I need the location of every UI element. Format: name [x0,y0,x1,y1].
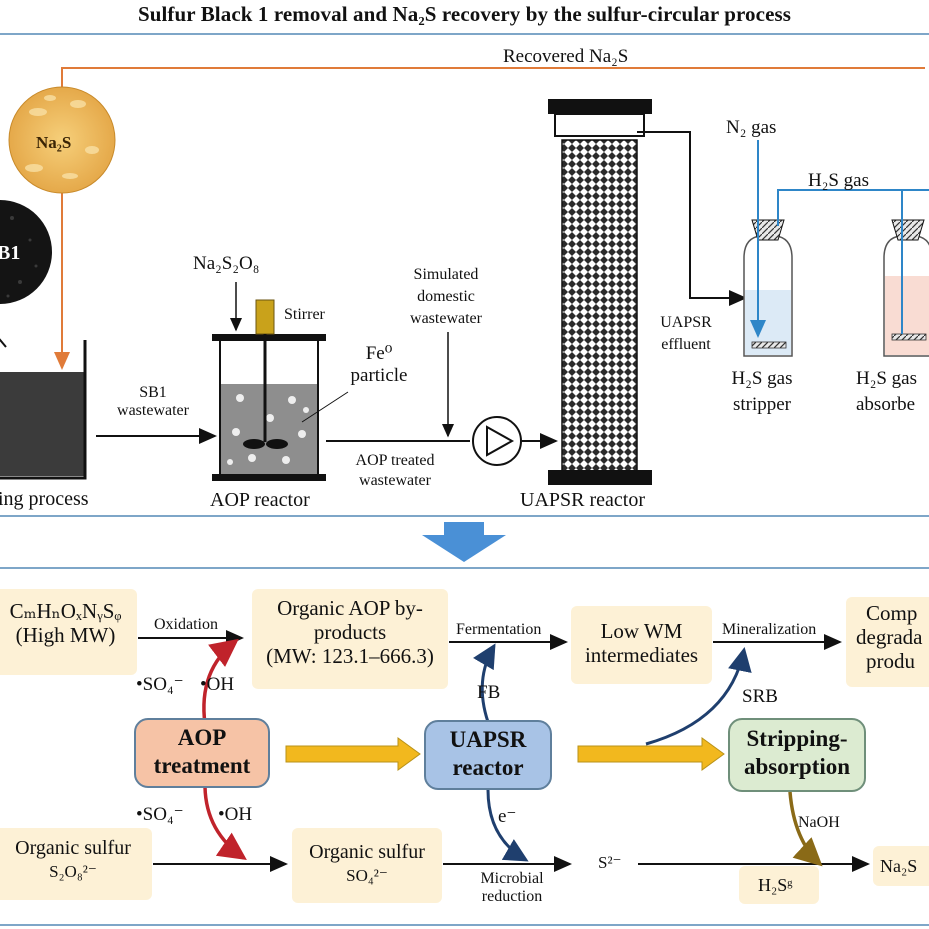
h2s-g-label: H₂Sᵍ [758,875,793,895]
aop-reactor [212,282,349,481]
hydroxyl-radical-bottom: •OH [218,804,253,825]
effluent-line [637,131,747,306]
uapsr-reactor-label: UAPSR reactor [520,489,645,511]
dyeing-beaker [0,338,87,480]
byproducts-box [252,589,448,689]
org-sulfur-mid-box [292,828,442,903]
n2-gas-label: N₂ gas [726,117,777,138]
complete-box [846,597,929,687]
compound-box [0,589,137,675]
h2s-box [739,866,819,904]
low-wm-box [571,606,712,684]
gas-lines [750,140,929,338]
absorber-bottle [883,219,929,357]
uapsr-to-stripping-arrow [577,737,725,771]
process-panel [0,33,929,517]
sulfate-radical-top: •SO₄⁻ [136,674,184,695]
diagram-title: Sulfur Black 1 removal and Na₂S recovery… [137,2,792,26]
na2s-circle-label: Na₂S [36,133,72,152]
byproducts-text: Organic AOP by-products(MW: 123.1–666.3) [266,596,434,668]
sb1-circle-label: B1 [0,242,21,264]
down-arrow-icon [422,522,506,562]
naoh-label: NaOH [798,814,840,831]
aop-down-curve [203,786,247,860]
compound-text: CₘHₙOₓNᵧSᵩ(High MW) [9,599,122,647]
fb-label: FB [477,682,501,703]
na2s-end-box [873,846,929,886]
aop-reactor-label: AOP reactor [210,489,310,511]
stirrer-icon [243,299,288,449]
persulfate-label: Na₂S₂O₈ [193,253,260,274]
aop-up-curve [202,638,239,725]
na2s-crystals-icon [8,86,116,194]
aop-to-uapsr-arrow [285,737,421,771]
sulfate-radical-bottom: •SO₄⁻ [136,804,184,825]
org-sulfur-left-box [0,828,152,900]
naoh-curve [788,791,823,867]
sulfide-label: S²⁻ [598,853,622,872]
electron-label: e⁻ [498,806,517,827]
fermentation-label: Fermentation [456,621,542,638]
stirrer-label: Stirrer [284,306,325,323]
recovered-na2s-label: Recovered Na₂S [503,46,629,67]
electron-curve [486,789,529,862]
srb-label: SRB [742,686,778,707]
mechanism-panel [0,567,929,926]
dyeing-process-label: ing process [0,488,89,510]
fb-curve [473,643,496,723]
sb1-powder-icon [0,200,52,304]
stripping-node: Stripping-absorption [728,718,866,792]
na2s-end-label: Na₂S [880,856,918,876]
mineralization-label: Mineralization [722,621,817,638]
uapsr-reactor [548,99,652,485]
gas-diffuser-icon [751,341,787,349]
oxidation-label: Oxidation [154,616,218,633]
hydroxyl-radical-top: •OH [200,674,235,695]
h2s-gas-label: H₂S gas [808,170,869,191]
srb-curve [645,647,752,746]
